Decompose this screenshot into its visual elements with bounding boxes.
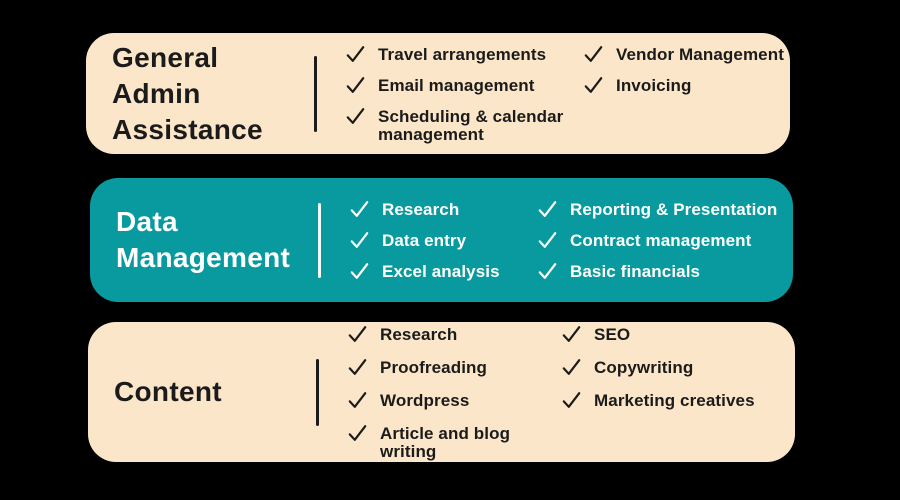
service-item-label: Wordpress bbox=[380, 390, 470, 410]
service-item-label: SEO bbox=[594, 324, 631, 344]
checkmark-icon bbox=[562, 358, 581, 375]
panel-title: Content bbox=[114, 376, 222, 407]
checkmark-icon bbox=[346, 45, 365, 62]
service-item: Wordpress bbox=[346, 390, 560, 410]
checkmark-icon bbox=[346, 107, 365, 124]
service-item: Basic financials bbox=[536, 261, 777, 281]
service-item-label: Marketing creatives bbox=[594, 390, 755, 410]
service-item-label: Data entry bbox=[382, 231, 467, 250]
checkmark-icon bbox=[562, 391, 581, 408]
panel-item-columns: Research Proofreading Wordpress Article … bbox=[346, 324, 795, 461]
checkmark-icon bbox=[584, 76, 603, 93]
service-column-2: Reporting & Presentation Contract manage… bbox=[536, 199, 777, 281]
checkmark-icon bbox=[538, 263, 557, 279]
service-item: Marketing creatives bbox=[560, 390, 755, 410]
service-item-label: Reporting & Presentation bbox=[570, 200, 778, 219]
service-column-2: Vendor Management Invoicing bbox=[582, 44, 784, 95]
service-column-1: Travel arrangements Email management Sch… bbox=[344, 44, 582, 144]
service-item: Email management bbox=[344, 75, 582, 95]
service-item-label: Excel analysis bbox=[382, 262, 500, 281]
checkmark-icon bbox=[348, 424, 367, 441]
service-item-label: Email management bbox=[378, 75, 535, 95]
service-item: SEO bbox=[560, 324, 755, 344]
service-panel-general-admin-assistance: General Admin Assistance Travel arrangem… bbox=[86, 33, 790, 154]
service-item-label: Article and blog writing bbox=[380, 423, 511, 461]
panel-item-columns: Research Data entry Excel analysis Repor… bbox=[348, 199, 793, 281]
service-item-label: Invoicing bbox=[616, 75, 692, 95]
checkmark-icon bbox=[350, 201, 369, 217]
service-item: Reporting & Presentation bbox=[536, 199, 777, 219]
panel-item-columns: Travel arrangements Email management Sch… bbox=[344, 44, 790, 144]
service-item: Copywriting bbox=[560, 357, 755, 377]
checkmark-icon bbox=[350, 263, 369, 279]
service-item: Excel analysis bbox=[348, 261, 536, 281]
service-panel-data-management: Data Management Research Data entry Exce… bbox=[90, 178, 793, 302]
checkmark-icon bbox=[562, 325, 581, 342]
service-item: Contract management bbox=[536, 230, 777, 250]
panel-divider bbox=[314, 55, 317, 132]
service-item-label: Scheduling & calendar management bbox=[378, 106, 564, 144]
panel-divider bbox=[318, 202, 321, 278]
service-item: Article and blog writing bbox=[346, 423, 560, 461]
checkmark-icon bbox=[348, 325, 367, 342]
panel-title: General Admin Assistance bbox=[112, 41, 263, 145]
checkmark-icon bbox=[348, 358, 367, 375]
checkmark-icon bbox=[538, 232, 557, 248]
service-column-1: Research Data entry Excel analysis bbox=[348, 199, 536, 281]
checkmark-icon bbox=[584, 45, 603, 62]
service-item: Research bbox=[346, 324, 560, 344]
service-item-label: Research bbox=[382, 200, 460, 219]
service-item: Vendor Management bbox=[582, 44, 784, 64]
service-item-label: Contract management bbox=[570, 231, 752, 250]
checkmark-icon bbox=[346, 76, 365, 93]
service-item-label: Research bbox=[380, 324, 458, 344]
service-panel-content: Content Research Proofreading Wordpress … bbox=[88, 322, 795, 462]
service-item: Travel arrangements bbox=[344, 44, 582, 64]
service-item: Invoicing bbox=[582, 75, 784, 95]
service-item-label: Vendor Management bbox=[616, 44, 784, 64]
checkmark-icon bbox=[350, 232, 369, 248]
service-item-label: Proofreading bbox=[380, 357, 487, 377]
service-column-1: Research Proofreading Wordpress Article … bbox=[346, 324, 560, 461]
panel-title: Data Management bbox=[116, 206, 291, 273]
panel-divider bbox=[316, 358, 319, 426]
service-item: Data entry bbox=[348, 230, 536, 250]
service-item-label: Travel arrangements bbox=[378, 44, 547, 64]
service-item-label: Copywriting bbox=[594, 357, 694, 377]
service-item-label: Basic financials bbox=[570, 262, 701, 281]
service-column-2: SEO Copywriting Marketing creatives bbox=[560, 324, 755, 410]
service-item: Proofreading bbox=[346, 357, 560, 377]
checkmark-icon bbox=[538, 201, 557, 217]
service-item: Research bbox=[348, 199, 536, 219]
service-item: Scheduling & calendar management bbox=[344, 106, 582, 144]
checkmark-icon bbox=[348, 391, 367, 408]
